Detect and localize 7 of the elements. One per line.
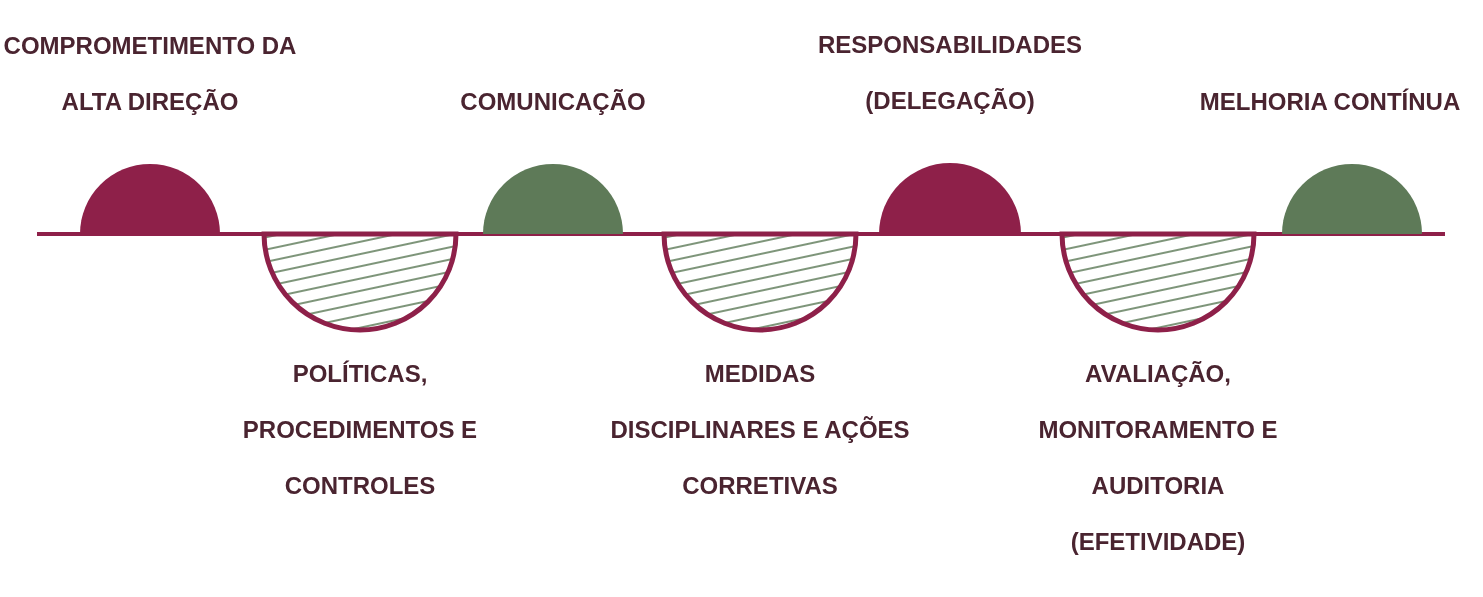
stage-label: MELHORIA CONTÍNUA [1198,87,1462,117]
stage-label: AVALIAÇÃO, MONITORAMENTO E AUDITORIA (EFETIVIDADE) [1037,359,1279,557]
stage-label: COMPROMETIMENTO DA ALTA DIREÇÃO [2,31,298,117]
stage-label: COMUNICAÇÃO [459,87,647,117]
stage-label: MEDIDAS DISCIPLINARES E AÇÕES CORRETIVAS [610,359,910,501]
stage-label: RESPONSABILIDADES (DELEGAÇÃO) [816,30,1083,116]
stage-label: POLÍTICAS, PROCEDIMENTOS E CONTROLES [241,359,479,501]
